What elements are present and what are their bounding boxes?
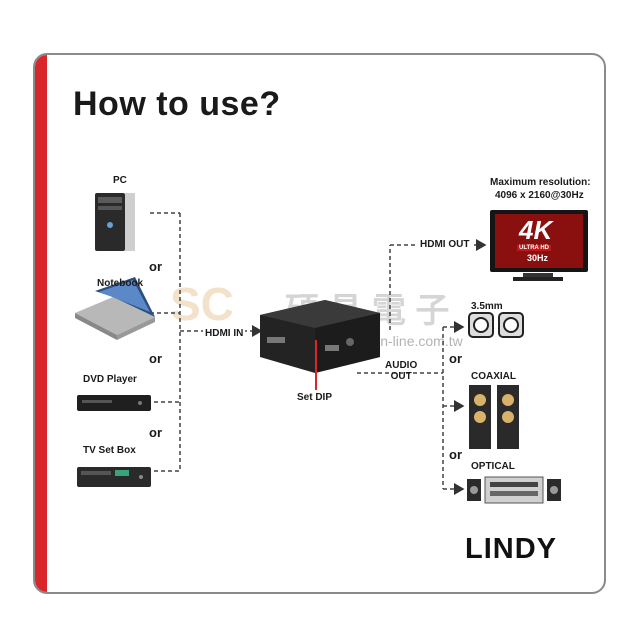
desktop-speakers-icon <box>468 312 524 338</box>
tv-ultra-hd-strip: ULTRA HD <box>517 245 551 251</box>
or-label: or <box>449 351 462 366</box>
or-label: or <box>149 425 162 440</box>
or-label: or <box>149 351 162 366</box>
set-top-box-icon <box>77 467 151 487</box>
pc-tower-icon <box>95 193 135 251</box>
instruction-card: How to use? SC 碩 昌 電 子 www.scon-line.com… <box>33 53 606 594</box>
audio-label-35mm: 3.5mm <box>471 301 503 312</box>
or-label: or <box>449 447 462 462</box>
laptop-icon <box>75 277 155 340</box>
audio-out-label: AUDIO OUT <box>385 360 418 382</box>
source-label-tv-set-box: TV Set Box <box>83 445 136 456</box>
brand-name: LINDY <box>465 533 557 565</box>
set-dip-label: Set DIP <box>297 392 333 403</box>
output-connector-lines <box>357 239 487 495</box>
page-title: How to use? <box>73 85 281 123</box>
tower-speakers-icon <box>469 385 519 449</box>
max-resolution-value: 4096 x 2160@30Hz <box>495 190 584 201</box>
hdmi-in-label: HDMI IN <box>203 328 246 339</box>
tv-4k-badge: 4K <box>519 215 553 245</box>
source-label-pc: PC <box>113 175 127 186</box>
max-resolution-title: Maximum resolution: <box>490 177 591 188</box>
hifi-system-icon <box>467 476 561 504</box>
extractor-device-icon <box>260 300 380 390</box>
or-label: or <box>149 259 162 274</box>
accent-bar <box>35 55 47 592</box>
source-label-dvd: DVD Player <box>83 374 137 385</box>
hdmi-out-label: HDMI OUT <box>418 239 472 250</box>
source-label-notebook: Notebook <box>97 278 144 289</box>
tv-hz-label: 30Hz <box>527 253 549 263</box>
audio-label-optical: OPTICAL <box>471 461 515 472</box>
source-connector-lines <box>147 212 263 472</box>
connection-diagram <box>75 193 588 504</box>
dvd-player-icon <box>77 395 151 411</box>
tv-icon <box>490 210 588 281</box>
lindy-logo: LINDY <box>465 533 557 566</box>
audio-label-coaxial: COAXIAL <box>471 371 516 382</box>
